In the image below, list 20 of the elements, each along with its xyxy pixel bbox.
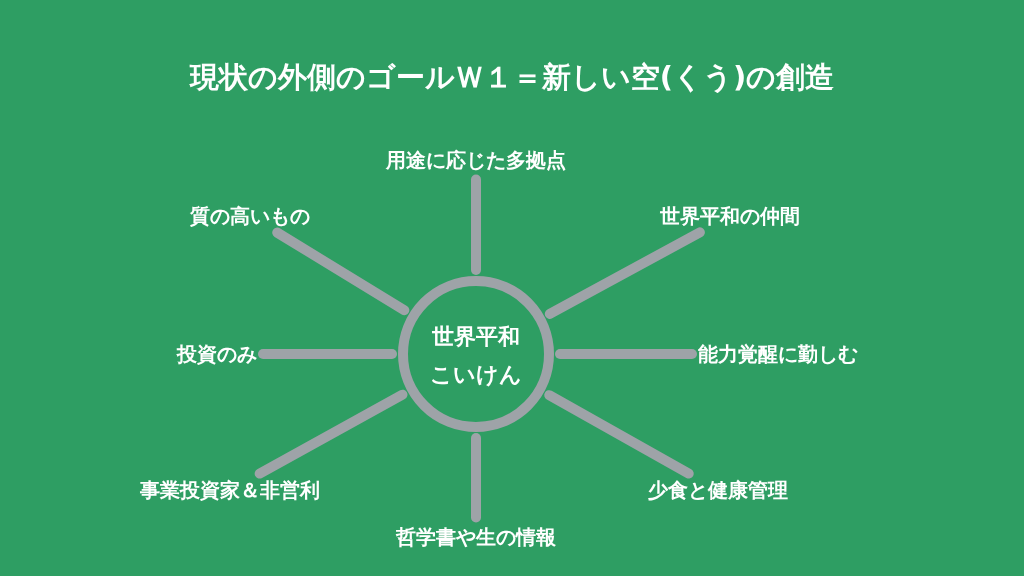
hub-circle [396, 274, 556, 434]
hub-text: 世界平和 [431, 323, 521, 351]
ray-label: 質の高いもの [190, 202, 310, 230]
ray-label: 投資のみ [177, 340, 257, 368]
ray-line [555, 349, 697, 359]
ray-line [272, 227, 410, 316]
ray-line [471, 174, 481, 275]
ray-label: 少食と健康管理 [648, 476, 788, 504]
ray-label: 事業投資家＆非営利 [140, 476, 320, 504]
ray-label: 用途に応じた多拠点 [386, 146, 566, 174]
ray-line [471, 433, 481, 523]
ray-line [544, 227, 705, 319]
ray-label: 能力覚醒に勤しむ [698, 340, 858, 368]
ray-line [254, 389, 408, 479]
ray-label: 哲学書や生の情報 [396, 523, 556, 551]
ray-line [258, 349, 397, 359]
title: 現状の外側のゴールＷ１＝新しい空(くう)の創造 [188, 59, 836, 96]
hub-text: こいけん [429, 361, 523, 389]
ray-label: 世界平和の仲間 [660, 202, 800, 230]
ray-line [544, 390, 694, 479]
